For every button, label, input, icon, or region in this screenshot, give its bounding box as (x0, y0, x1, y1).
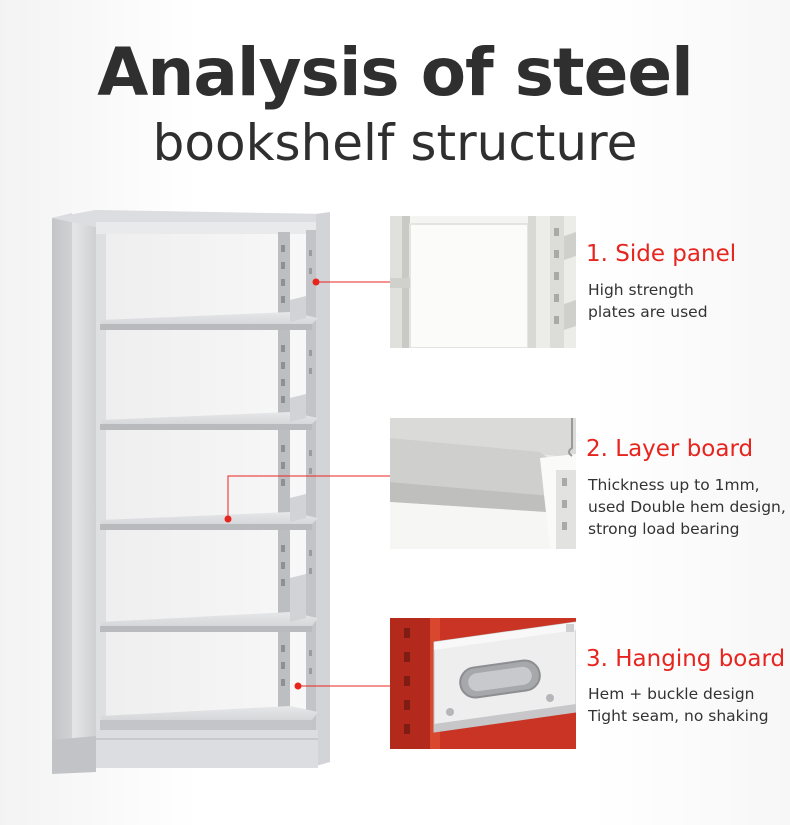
desc-line: strong load bearing (588, 520, 740, 538)
title-line-1: Analysis of steel (97, 34, 693, 111)
desc-line: Hem + buckle design (588, 685, 755, 703)
desc-line: Thickness up to 1mm, (588, 476, 760, 494)
feature-desc-layer-board: Thickness up to 1mm, used Double hem des… (588, 474, 788, 540)
desc-line: High strength (588, 281, 694, 299)
feature-desc-hanging-board: Hem + buckle design Tight seam, no shaki… (588, 683, 788, 727)
feature-heading-layer-board: 2. Layer board (586, 436, 754, 462)
callout-dots (224, 278, 320, 690)
side-panel-photo (390, 216, 576, 348)
hanging-board-photo (390, 618, 576, 749)
layer-board-photo (390, 418, 576, 549)
title-line-2: bookshelf structure (152, 114, 638, 172)
feature-desc-side-panel: High strength plates are used (588, 279, 788, 323)
desc-line: plates are used (588, 303, 708, 321)
callout-lines (227, 281, 390, 687)
feature-heading-hanging-board: 3. Hanging board (586, 646, 786, 672)
desc-line: Tight seam, no shaking (588, 707, 769, 725)
desc-line: used Double hem design, (588, 498, 786, 516)
shelves (100, 296, 318, 730)
feature-heading-side-panel: 1. Side panel (586, 241, 737, 267)
base-plinth (96, 730, 318, 768)
upright-holes (281, 245, 285, 686)
right-side-panel (316, 212, 330, 766)
